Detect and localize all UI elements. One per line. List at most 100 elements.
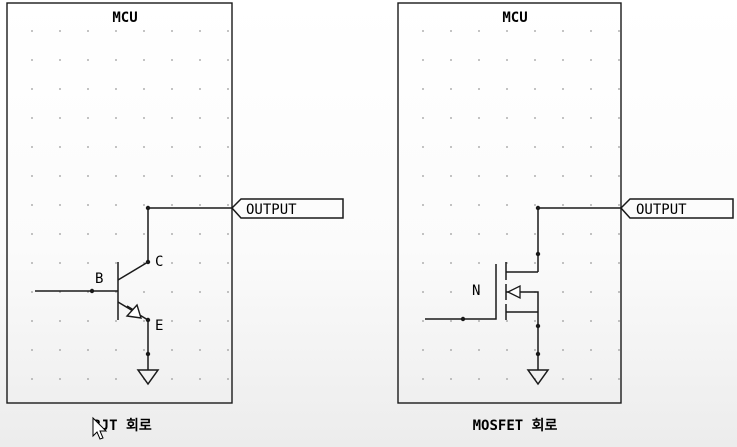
grid-dot [171, 262, 173, 264]
grid-dot [450, 88, 452, 90]
grid-dot [143, 117, 145, 119]
grid-dot [534, 146, 536, 148]
grid-dot [450, 262, 452, 264]
grid-dot [171, 88, 173, 90]
grid-dot [87, 378, 89, 380]
mosfet-channel-label: N [472, 283, 480, 299]
grid-dot [171, 59, 173, 61]
grid-dot [199, 30, 201, 32]
grid-dot [199, 59, 201, 61]
grid-dot [478, 320, 480, 322]
grid-dots [31, 30, 620, 380]
grid-dot [199, 320, 201, 322]
grid-dot [199, 349, 201, 351]
grid-dot [534, 30, 536, 32]
bjt-circuit: MCU OUTPUT B C E BJT 회로 [6, 2, 344, 434]
grid-dot [227, 378, 229, 380]
grid-dot [590, 88, 592, 90]
grid-dot [199, 204, 201, 206]
grid-dot [59, 88, 61, 90]
grid-dot [590, 320, 592, 322]
grid-dot [59, 349, 61, 351]
grid-dot [562, 204, 564, 206]
grid-dot [199, 117, 201, 119]
grid-dot [618, 146, 620, 148]
grid-dot [31, 204, 33, 206]
bjt-output-port [230, 198, 344, 219]
grid-dot [227, 204, 229, 206]
grid-dot [422, 262, 424, 264]
grid-dot [534, 320, 536, 322]
grid-dot [199, 291, 201, 293]
grid-dot [31, 320, 33, 322]
grid-dot [171, 146, 173, 148]
grid-dot [31, 30, 33, 32]
grid-dot [422, 349, 424, 351]
grid-dot [115, 117, 117, 119]
grid-dot [171, 233, 173, 235]
mosfet-ground-node [535, 351, 541, 357]
n-channel-mosfet-icon [505, 262, 539, 326]
grid-dot [171, 378, 173, 380]
mosfet-gate-wire [425, 264, 497, 320]
grid-dot [422, 378, 424, 380]
grid-dot [534, 262, 536, 264]
grid-dot [422, 117, 424, 119]
grid-dot [590, 204, 592, 206]
grid-dot [590, 233, 592, 235]
grid-dot [59, 175, 61, 177]
grid-dot [422, 320, 424, 322]
grid-dot [450, 117, 452, 119]
bjt-collector-node [145, 259, 151, 265]
mosfet-drain-node [535, 251, 541, 257]
bjt-ground-node [145, 351, 151, 357]
grid-dot [143, 30, 145, 32]
grid-dot [506, 349, 508, 351]
grid-dot [87, 320, 89, 322]
grid-dot [534, 88, 536, 90]
grid-dot [115, 320, 117, 322]
grid-dot [422, 88, 424, 90]
grid-dot [227, 291, 229, 293]
grid-dot [618, 262, 620, 264]
grid-dot [422, 233, 424, 235]
grid-dot [618, 88, 620, 90]
grid-dot [87, 349, 89, 351]
grid-dot [59, 378, 61, 380]
grid-dot [422, 59, 424, 61]
grid-dot [506, 320, 508, 322]
grid-dot [171, 349, 173, 351]
mosfet-circuit: MCU OUTPUT N MOSFET 회로 [397, 2, 734, 434]
grid-dot [59, 262, 61, 264]
grid-dot [590, 349, 592, 351]
grid-dot [506, 233, 508, 235]
grid-dot [534, 233, 536, 235]
grid-dot [590, 175, 592, 177]
grid-dot [590, 117, 592, 119]
grid-dot [562, 320, 564, 322]
mosfet-mcu-box [397, 2, 622, 404]
grid-dot [87, 204, 89, 206]
grid-dot [199, 262, 201, 264]
grid-dot [506, 146, 508, 148]
grid-dot [478, 262, 480, 264]
grid-dot [143, 175, 145, 177]
grid-dot [590, 146, 592, 148]
grid-dot [115, 204, 117, 206]
grid-dot [115, 233, 117, 235]
grid-dot [227, 146, 229, 148]
grid-dot [87, 262, 89, 264]
grid-dot [618, 378, 620, 380]
grid-dot [422, 30, 424, 32]
grid-dot [506, 88, 508, 90]
mouse-cursor-icon [92, 416, 108, 440]
mosfet-output-port [619, 198, 734, 219]
grid-dot [590, 291, 592, 293]
bjt-output-node [145, 205, 151, 211]
grid-dot [115, 175, 117, 177]
grid-dot [506, 378, 508, 380]
grid-dot [59, 59, 61, 61]
grid-dot [506, 204, 508, 206]
grid-dot [31, 378, 33, 380]
